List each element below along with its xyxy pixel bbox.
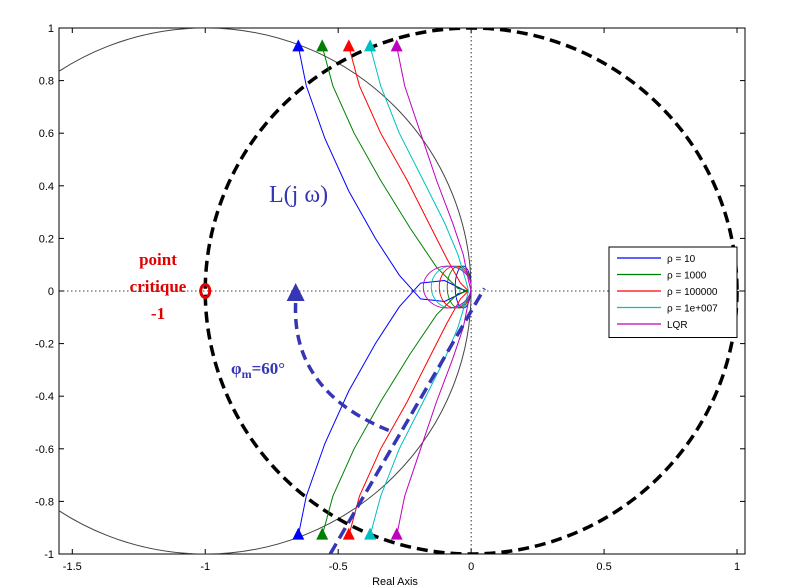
annotation-point: point	[139, 250, 177, 269]
series-2-upper	[348, 46, 469, 292]
series-4-lower	[396, 290, 472, 536]
series-2-arrow-top	[342, 39, 355, 52]
phi-value: =60°	[252, 359, 286, 378]
x-tick-label: -1	[200, 561, 210, 573]
phase-margin-arrow	[286, 283, 305, 301]
x-tick-label: -0.5	[329, 561, 348, 573]
series-1-arrow-bottom	[316, 527, 329, 540]
annotation-phase-margin: φm=60°	[231, 359, 285, 381]
series-2-lower	[348, 290, 469, 536]
x-tick-label: 0	[468, 561, 474, 573]
y-tick-label: -0.4	[35, 391, 54, 403]
annotation-critique: critique	[130, 277, 187, 296]
y-tick-label: 0.6	[39, 128, 54, 140]
x-tick-label: 0.5	[596, 561, 611, 573]
critical-point-marker	[199, 283, 212, 299]
series-0-upper	[297, 46, 467, 303]
x-tick-label: 1	[734, 561, 740, 573]
phase-margin-line	[328, 287, 486, 555]
legend-label-1: ρ = 1000	[667, 271, 707, 282]
series-3-upper	[369, 46, 469, 292]
series-4-loop	[422, 265, 472, 309]
series-0-arrow-bottom	[292, 527, 305, 540]
series-0-arrow-top	[292, 39, 305, 52]
legend-label-4: LQR	[667, 320, 688, 331]
series-3-arrow-bottom	[364, 527, 377, 540]
phi-symbol: φ	[231, 359, 242, 378]
y-tick-label: 0	[48, 286, 54, 298]
axis-ticks: -1.5 -1 -0.5 0 0.5 1 1 0.8 0.6 0.4 0.2 0 -0.2 -0.4 -0.…	[35, 23, 745, 573]
annotation-layer	[199, 283, 486, 555]
y-tick-label: 1	[48, 23, 54, 35]
y-tick-label: 0.8	[39, 76, 54, 88]
series-3-lower	[369, 290, 469, 536]
annotation-minus-one: -1	[151, 304, 165, 323]
legend-label-0: ρ = 10	[667, 254, 696, 265]
legend-label-2: ρ = 100000	[667, 287, 718, 298]
series-1-upper	[321, 46, 469, 292]
series-4-arrow-bottom	[390, 527, 403, 540]
series-0-lower	[297, 279, 467, 536]
phase-margin-arc	[293, 302, 390, 433]
series-2-arrow-bottom	[342, 527, 355, 540]
series-4-arrow-top	[390, 39, 403, 52]
y-tick-label: 0.4	[39, 181, 54, 193]
series-1-lower	[321, 290, 469, 536]
series-1-arrow-top	[316, 39, 329, 52]
y-tick-label: -0.2	[35, 339, 54, 351]
series-layer	[292, 39, 472, 540]
phi-subscript: m	[242, 367, 252, 381]
legend-box	[608, 246, 738, 338]
y-tick-label: -0.8	[35, 496, 54, 508]
y-tick-label: -1	[44, 549, 54, 561]
y-tick-label: 0.2	[39, 233, 54, 245]
annotation-L-jw: L(j ω)	[269, 182, 328, 208]
series-3-arrow-top	[364, 39, 377, 52]
x-axis-label: Real Axis	[372, 576, 418, 588]
x-tick-label: -1.5	[63, 561, 82, 573]
y-tick-label: -0.6	[35, 444, 54, 456]
legend-label-3: ρ = 1e+007	[667, 304, 718, 315]
